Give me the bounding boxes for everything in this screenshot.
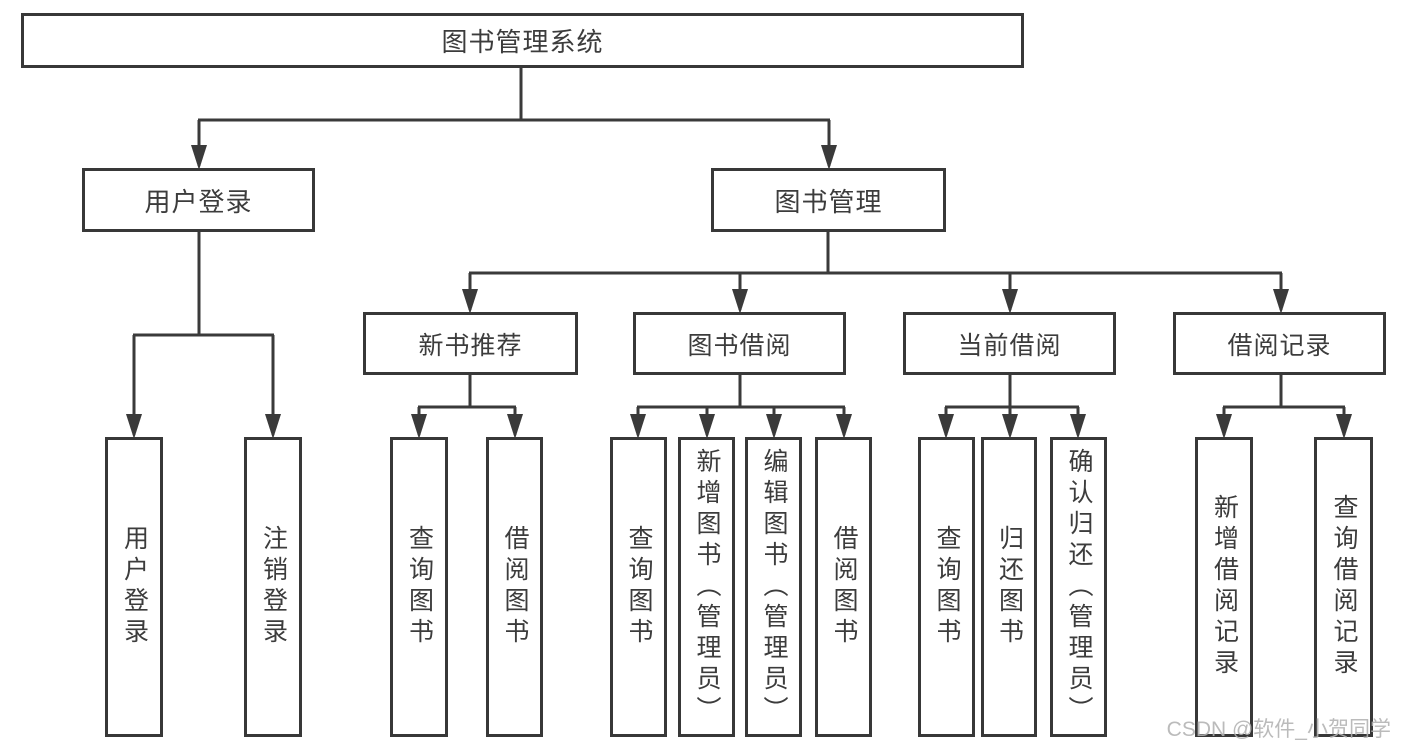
node-current-return-books: 归还图书 — [981, 437, 1037, 737]
node-user-login: 用户登录 — [82, 168, 315, 232]
node-root: 图书管理系统 — [21, 13, 1024, 68]
node-current-query-books: 查询图书 — [918, 437, 975, 737]
node-logout-leaf: 注销登录 — [244, 437, 302, 737]
node-borrow-records: 借阅记录 — [1173, 312, 1386, 375]
node-recommend-borrow-books: 借阅图书 — [486, 437, 543, 737]
node-borrow-borrow-books: 借阅图书 — [815, 437, 872, 737]
node-borrow-edit-books-admin: 编辑图书（管理员） — [745, 437, 802, 737]
node-borrow-add-books-admin: 新增图书（管理员） — [678, 437, 735, 737]
csdn-watermark: CSDN @软件_小贺同学 — [1166, 718, 1391, 741]
node-book-management: 图书管理 — [711, 168, 946, 232]
node-records-add-record: 新增借阅记录 — [1195, 437, 1253, 737]
node-recommend-query-books: 查询图书 — [390, 437, 448, 737]
node-new-book-recommend: 新书推荐 — [363, 312, 578, 375]
arrowhead-icons — [126, 145, 1352, 439]
node-current-confirm-return-admin: 确认归还（管理员） — [1050, 437, 1107, 737]
node-records-query-record: 查询借阅记录 — [1314, 437, 1373, 737]
node-borrow-query-books: 查询图书 — [610, 437, 667, 737]
node-book-borrow: 图书借阅 — [633, 312, 846, 375]
node-user-login-leaf: 用户登录 — [105, 437, 163, 737]
node-current-borrow: 当前借阅 — [903, 312, 1116, 375]
